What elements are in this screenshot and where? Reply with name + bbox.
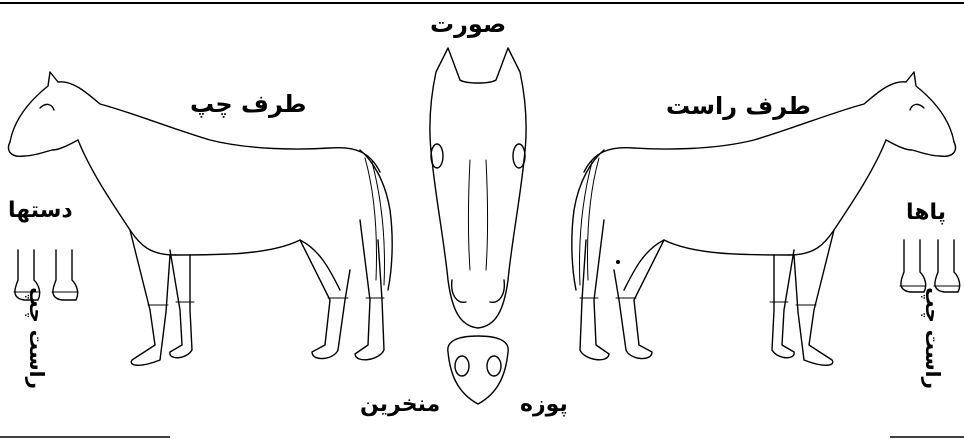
face-label: صورت bbox=[430, 10, 506, 38]
left-side-label: طرف چپ bbox=[190, 90, 306, 118]
hindlegs-swatches bbox=[900, 240, 960, 292]
forelegs-label: دستها bbox=[8, 198, 73, 223]
hindlegs-vertical-label: راست چپ bbox=[921, 299, 945, 389]
muzzle-label: پوزه bbox=[520, 392, 568, 417]
nostrils-label: منخرین bbox=[360, 392, 440, 417]
hindlegs-label: پاها bbox=[906, 200, 946, 225]
forelegs-vertical-label: راست چپ bbox=[25, 299, 49, 389]
muzzle-nostrils-drawing bbox=[448, 336, 508, 404]
right-side-label: طرف راست bbox=[666, 92, 811, 120]
face-front-drawing bbox=[430, 48, 526, 328]
